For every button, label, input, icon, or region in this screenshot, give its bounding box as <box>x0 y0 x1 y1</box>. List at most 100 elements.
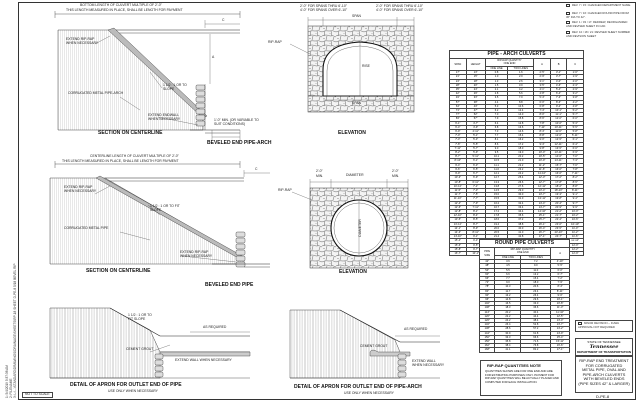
minor-revision-checkbox <box>578 322 582 325</box>
extend-riprap-2-label: EXTEND RIP-RAP WHEN NECESSARY <box>64 185 97 193</box>
arch-table-cell: 7'-6" <box>566 162 584 168</box>
arch-table-cell: 33.4 <box>507 204 535 210</box>
bottom-length-label: BOTTOM LENGTH OF CULVERT MULTIPLE OF 2'-… <box>80 3 162 7</box>
dim-c2-label: C <box>255 167 258 171</box>
round-table-cell: 4.5 <box>494 263 522 269</box>
state-block: STATE OF TENNESSEE Tennessee DEPARTMENT … <box>575 338 633 356</box>
round-pipe-table-caption: ROUND PIPE CULVERTS <box>479 239 570 248</box>
round-table-cell: 78" <box>478 284 496 290</box>
col-one-line-round: ONE LINE <box>494 254 522 261</box>
dim-c-label: C <box>222 18 225 22</box>
slope-label: 1 1/2 : 1 OR TO SLOPE <box>163 83 187 91</box>
arch-table-cell: 42.8 <box>507 234 535 240</box>
round-table-cell: 6.6 <box>494 271 522 278</box>
arch-table-cell: 25.4 <box>507 175 535 181</box>
revision-2-text: REV. 7 / 16: CHANGED ROUND PIPE FROM 36"… <box>566 11 629 19</box>
arch-table-cell: 38.8 <box>507 221 535 227</box>
arch-table-cell: 12.8 <box>507 120 535 126</box>
round-table-cell: 28.6 <box>494 326 522 332</box>
elev1-rise-label: RISE <box>362 64 370 68</box>
elev1-span-inner: SPAN <box>352 101 361 105</box>
elev2-min-2: MIN. <box>392 174 400 178</box>
round-table-cell: 5.5 <box>494 267 522 273</box>
arch-table-cell: 20" <box>465 82 486 89</box>
arch-table-cell: 8'-7" <box>465 221 486 227</box>
sheet-title: RIP-RAP END TREATMENT FOR CORRUGATED MET… <box>578 358 630 386</box>
round-table-cell: 11'-3" <box>550 305 570 311</box>
riprap-note-box: RIP-RAP QUANTITIES NOTE QUANTITIES SHOWN… <box>480 360 562 396</box>
riprap-note-body: QUANTITIES SHOWN ARE FOR ONE END AND ARE… <box>485 369 559 384</box>
col-two-lines: TWO LINES <box>507 65 535 72</box>
arch-table-cell: 15.8 <box>507 116 535 122</box>
arch-table-cell: 8'-8" <box>566 183 584 189</box>
bottom-length-note: THIS LENGTH MEASURED IN PLACE, SHALL BE … <box>66 8 183 12</box>
elev1-top-right-2: 4'-0" FOR SPANS OVER 6'-10" <box>376 8 424 12</box>
arch-table-cell: 21.0 <box>507 158 535 164</box>
round-table-cell: 11.0 <box>520 267 552 273</box>
revision-checkbox <box>566 31 570 34</box>
col-span: SPAN <box>449 57 467 72</box>
arch-table-cell: 8.8 <box>507 99 535 105</box>
elev1-top-right: 2'-0" FOR SPANS THRU 6'-10" <box>376 4 423 8</box>
arch-table-cell: 9'-9" <box>566 204 584 210</box>
apron2-extend-wall: EXTEND WALL WHEN NECESSARY <box>412 359 445 367</box>
arch-table-cell: 57" <box>465 116 486 122</box>
round-table-cell: 14'-2" <box>550 326 570 332</box>
revision-1-text: REV. 7 / 15: CHANGED DEPARTMENT NAME. <box>572 3 631 8</box>
apron1-caption: DETAIL OF APRON FOR OUTLET END OF PIPE <box>70 382 182 388</box>
arch-table-cell: 32.4 <box>507 200 535 206</box>
arch-table-cell: 9'-7" <box>566 200 584 206</box>
arch-table-cell: 6'-1" <box>566 137 584 143</box>
apron1-cement-grout: CEMENT GROUT <box>126 347 154 351</box>
department-name: DEPARTMENT OF TRANSPORTATION <box>577 350 631 354</box>
state-logo: Tennessee <box>589 344 619 350</box>
round-table-cell: 138" <box>478 326 496 332</box>
round-table-cell: 48" <box>478 263 496 269</box>
revision-3-text: REV. 1 / 03 / 17: REDREW, REORGANIZED AN… <box>566 20 628 28</box>
round-table-cell: 114" <box>478 309 496 315</box>
col-a: A <box>533 57 551 72</box>
arch-table-cell: 6'-11" <box>465 179 486 185</box>
arch-table-cell: 33" <box>465 95 486 101</box>
col-a-round: A <box>550 246 570 261</box>
arch-table-cell: 2.0 <box>507 74 535 80</box>
apron-detail-arch <box>289 309 440 379</box>
arch-table-cell: 5'-5" <box>465 141 486 147</box>
revision-checkbox <box>566 21 570 24</box>
arch-table-cell: 6'-3" <box>465 162 486 168</box>
sheet-number: D-PE-8 <box>596 394 610 399</box>
apron2-caption: DETAIL OF APRON FOR OUTLET END OF PIPE-A… <box>294 384 422 390</box>
round-table-cell: 108" <box>478 305 496 311</box>
dim-a-label: A <box>212 55 215 59</box>
arch-table-cell: 10'-6" <box>566 217 584 223</box>
col-riprap-round: RIP-RAP QUANTITY ONE END <box>494 247 552 256</box>
arch-table-cell: 7'-9" <box>465 200 486 206</box>
round-table-cell: 11'-10" <box>550 309 570 315</box>
extend-riprap-3-label: EXTEND RIP-RAP WHEN NECESSARY <box>180 250 213 258</box>
round-table-cell: 8'-11" <box>550 288 570 294</box>
round-table-cell: 20.6 <box>520 284 552 290</box>
arch-table-cell: 18" <box>465 78 486 84</box>
arch-table-cell: 1'-9" <box>566 74 584 80</box>
arch-table-cell: 6'-1" <box>465 158 486 164</box>
arch-table-cell: 3.0 <box>507 82 535 89</box>
